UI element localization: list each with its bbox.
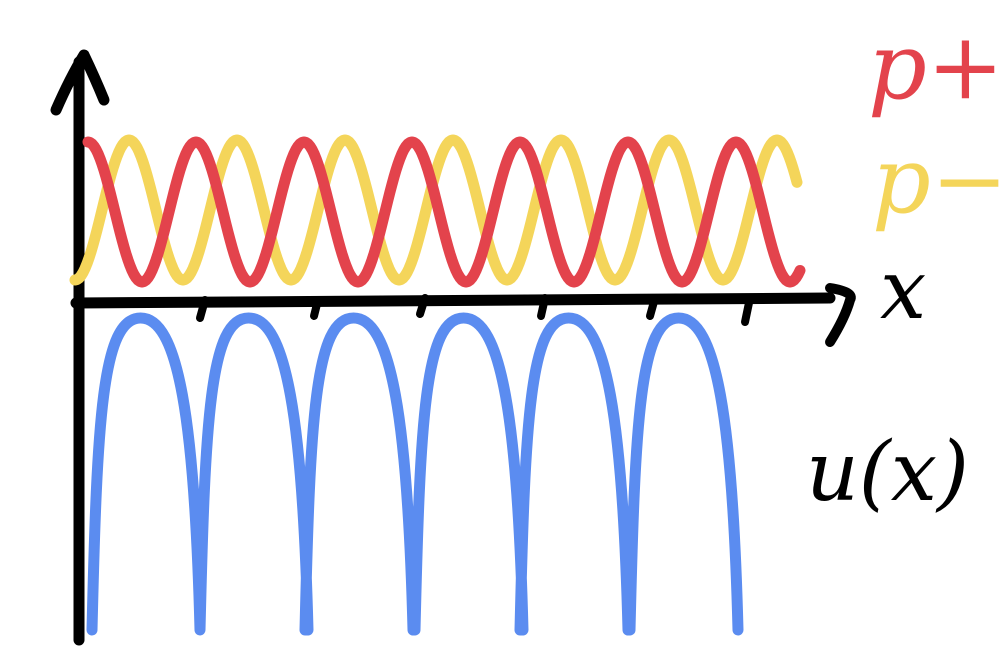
tick xyxy=(537,294,549,320)
p-plus-curve xyxy=(82,136,806,288)
p-plus-label: p+ xyxy=(868,13,1004,120)
x-axis-ticks xyxy=(196,294,754,326)
p-minus-label: p− xyxy=(872,127,1008,234)
tick xyxy=(310,296,322,320)
tick xyxy=(646,294,659,320)
axes xyxy=(50,49,856,646)
x-axis-label: x xyxy=(880,243,926,338)
tick xyxy=(196,296,209,322)
tick xyxy=(741,294,754,326)
x-axis-arrowhead xyxy=(825,283,856,347)
y-axis-arrowhead xyxy=(50,49,110,116)
u-label: u(x) xyxy=(806,425,969,520)
p-minus-curve xyxy=(69,134,803,286)
x-axis xyxy=(70,292,836,309)
tick xyxy=(416,294,429,318)
u-curve xyxy=(86,312,744,636)
